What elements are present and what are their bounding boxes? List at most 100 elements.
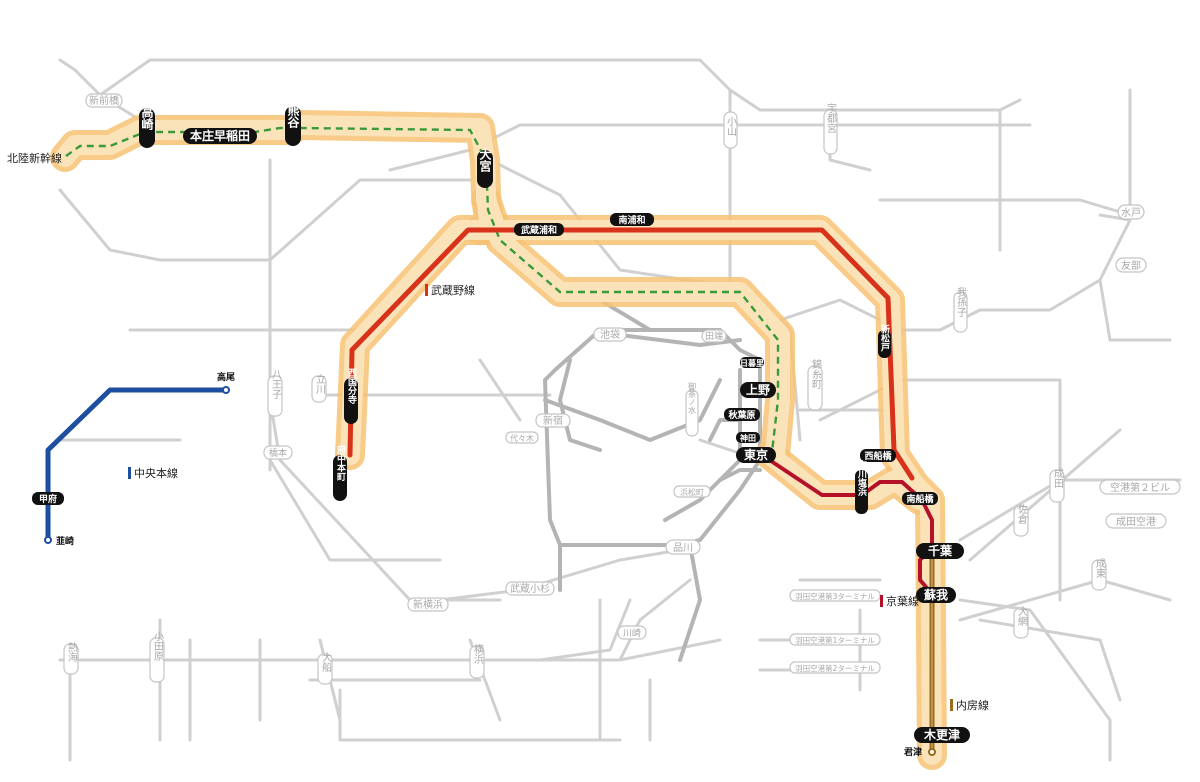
svg-text:池袋: 池袋 — [600, 328, 620, 341]
legend-musashino: 武蔵野線 — [425, 283, 475, 297]
svg-text:八王子: 八王子 — [270, 369, 282, 399]
station-ueno[interactable]: 上野 — [740, 382, 776, 398]
bg-station-hashimoto: 橋本 — [263, 445, 293, 460]
svg-text:高崎: 高崎 — [140, 105, 154, 131]
svg-text:木更津: 木更津 — [923, 727, 960, 742]
svg-text:空港第２ビル: 空港第２ビル — [1110, 481, 1170, 494]
svg-text:君津: 君津 — [904, 746, 922, 758]
station-kumagaya[interactable]: 熊谷 — [285, 103, 301, 146]
svg-text:神田: 神田 — [740, 433, 756, 443]
major-stations: 高崎 本庄早稲田 熊谷 大宮 上野 東京 千葉 蘇我 木更津 — [139, 103, 970, 743]
svg-text:水戸: 水戸 — [1121, 207, 1141, 219]
svg-text:大船: 大船 — [320, 651, 332, 673]
station-shin-matsudo[interactable]: 新松戸 — [878, 323, 891, 358]
station-nishi-funabashi[interactable]: 西船橋 — [860, 449, 896, 462]
svg-text:品川: 品川 — [673, 542, 693, 554]
svg-text:東京: 東京 — [744, 447, 768, 462]
station-takasaki[interactable]: 高崎 — [139, 105, 155, 148]
bg-station-ofuna: 大船 — [317, 651, 333, 685]
legend-shinkansen: 北陸新幹線 — [7, 151, 62, 165]
bg-station-utsunomiya: 宇都宮 — [823, 102, 838, 155]
svg-text:錦糸町: 錦糸町 — [810, 358, 822, 389]
bg-station-kawasaki: 川崎 — [617, 625, 647, 640]
bg-station-shin-yokohama: 新横浜 — [407, 597, 449, 612]
svg-text:内房線: 内房線 — [956, 698, 989, 712]
svg-text:本庄早稲田: 本庄早稲田 — [190, 128, 250, 143]
bg-station-naruto: 成東 — [1091, 558, 1107, 591]
svg-text:北陸新幹線: 北陸新幹線 — [7, 151, 62, 165]
svg-text:千葉: 千葉 — [928, 543, 953, 558]
station-musashi-urawa[interactable]: 武蔵浦和 — [514, 223, 564, 236]
station-ichikawa-shiohama[interactable]: 市川塩浜 — [855, 459, 868, 514]
bg-station-mito: 水戸 — [1117, 204, 1145, 220]
svg-text:浜松町: 浜松町 — [680, 487, 704, 497]
svg-text:武蔵野線: 武蔵野線 — [431, 283, 475, 297]
svg-text:新横浜: 新横浜 — [413, 598, 443, 611]
svg-text:大宮: 大宮 — [478, 147, 492, 172]
legend-chuo: 中央本線 — [128, 466, 178, 480]
station-nirasaki[interactable]: 韮崎 — [44, 535, 74, 547]
bg-station-atami: 熱海 — [63, 641, 79, 675]
bg-station-oami: 大網 — [1013, 605, 1029, 639]
svg-text:小山: 小山 — [725, 116, 737, 136]
station-chiba[interactable]: 千葉 — [916, 543, 964, 559]
svg-text:西国分寺: 西国分寺 — [346, 368, 357, 405]
background-network — [58, 58, 1182, 762]
svg-text:宇都宮: 宇都宮 — [825, 102, 837, 134]
bg-station-airport-t2: 空港第２ビル — [1099, 479, 1181, 495]
svg-text:日暮里: 日暮里 — [740, 358, 764, 368]
minor-highlight-stations: 武蔵浦和 南浦和 新松戸 西船橋 南船橋 市川塩浜 西国分寺 府中本町 日暮里 … — [333, 213, 938, 514]
station-nishi-kokubunji[interactable]: 西国分寺 — [344, 368, 358, 424]
station-takao[interactable]: 高尾 — [217, 371, 235, 394]
bg-station-haneda-t1: 羽田空港第1ターミナル — [789, 633, 881, 646]
shinkansen-line — [65, 126, 780, 453]
station-soga[interactable]: 蘇我 — [916, 587, 956, 603]
svg-text:新松戸: 新松戸 — [879, 323, 890, 352]
svg-text:府中本町: 府中本町 — [335, 444, 346, 482]
station-omiya[interactable]: 大宮 — [477, 147, 493, 188]
bg-station-haneda-t2: 羽田空港第2ターミナル — [789, 661, 881, 674]
station-nippori[interactable]: 日暮里 — [740, 357, 764, 368]
svg-text:立川: 立川 — [314, 373, 326, 394]
svg-text:甲府: 甲府 — [39, 493, 57, 505]
station-kofu[interactable]: 甲府 — [32, 492, 64, 505]
svg-text:武蔵浦和: 武蔵浦和 — [521, 224, 557, 236]
station-kisarazu[interactable]: 木更津 — [914, 727, 970, 743]
bg-station-sakura: 佐倉 — [1013, 504, 1029, 537]
station-akihabara[interactable]: 秋葉原 — [724, 408, 760, 421]
svg-text:横浜: 横浜 — [472, 643, 484, 665]
svg-text:大網: 大網 — [1016, 605, 1028, 627]
station-kanda[interactable]: 神田 — [736, 432, 760, 443]
svg-text:我孫子: 我孫子 — [955, 287, 967, 317]
bg-station-shinagawa: 品川 — [665, 539, 701, 555]
bg-station-ochanomizu: 御茶ノ水 — [685, 381, 699, 437]
bg-station-odawara: 小田原 — [149, 631, 165, 683]
station-fuchu-hommachi[interactable]: 府中本町 — [333, 444, 347, 501]
bg-station-kinshicho: 錦糸町 — [807, 358, 823, 411]
svg-text:市川塩浜: 市川塩浜 — [856, 459, 868, 497]
bg-station-tachikawa: 立川 — [311, 373, 327, 403]
station-honjo-waseda[interactable]: 本庄早稲田 — [183, 128, 257, 144]
station-kimitsu[interactable]: 君津 — [904, 746, 936, 758]
station-minami-urawa[interactable]: 南浦和 — [610, 213, 654, 226]
bg-station-yokohama: 横浜 — [469, 643, 485, 679]
svg-text:熱海: 熱海 — [66, 641, 78, 663]
svg-text:橋本: 橋本 — [269, 447, 287, 459]
bg-station-yoyogi: 代々木 — [505, 431, 539, 444]
svg-text:成田空港: 成田空港 — [1116, 515, 1156, 528]
line-legends: 北陸新幹線 武蔵野線 中央本線 京葉線 内房線 — [7, 151, 989, 712]
station-tokyo[interactable]: 東京 — [736, 447, 776, 463]
svg-text:田端: 田端 — [705, 330, 723, 342]
legend-keiyo: 京葉線 — [880, 594, 919, 608]
svg-text:川崎: 川崎 — [623, 627, 641, 639]
svg-text:秋葉原: 秋葉原 — [727, 409, 755, 421]
legend-uchibo: 内房線 — [950, 698, 989, 712]
bg-station-musashi-kosugi: 武蔵小杉 — [505, 581, 555, 596]
svg-text:熊谷: 熊谷 — [286, 103, 300, 129]
bg-station-narita: 成田 — [1049, 468, 1065, 503]
svg-text:韮崎: 韮崎 — [56, 535, 74, 547]
svg-text:西船橋: 西船橋 — [864, 450, 892, 462]
svg-text:武蔵小杉: 武蔵小杉 — [510, 582, 550, 595]
station-minami-funabashi[interactable]: 南船橋 — [902, 492, 938, 505]
